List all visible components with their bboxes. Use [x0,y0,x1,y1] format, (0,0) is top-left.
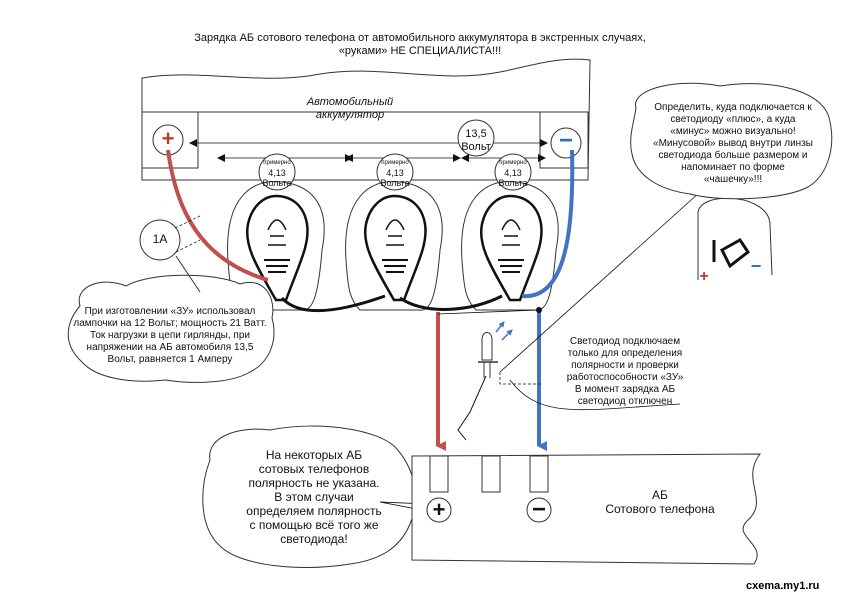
phone-plus-circle [426,497,452,523]
phone-minus-symbol: − [531,496,546,523]
wire-lamp1-lamp2 [280,294,386,313]
phone-contact-2 [481,455,501,493]
led-dashed-line [499,372,540,385]
lamp2-voltage-circle [376,153,414,191]
ammeter-label: 1А [152,232,168,246]
negative-wire [521,149,575,299]
phone-minus-circle [526,497,552,523]
car-minus-symbol: − [558,127,573,154]
lamp3-voltage: 4,13 [504,168,522,178]
car-voltage-unit: Вольт [461,141,491,153]
lamp1-voltage: 4,13 [268,168,286,178]
lamps-note: При изготовлении «ЗУ» использовал лампоч… [73,306,267,365]
lamp3-unit: Вольта [498,178,528,188]
lamp3-voltage-circle [494,153,532,191]
ammeter-circle [139,219,181,261]
lamp-2 [345,181,443,311]
led-pointer-line [509,379,681,411]
led-symbol [478,321,513,378]
phone-contact-1 [429,455,449,493]
unmarked-polarity-note: На некоторых АБ сотовых телефонов полярн… [246,448,382,546]
led-connection [457,375,487,441]
callout-polarity-note-shape [630,82,833,200]
car-battery-label-1: Автомобильный [306,96,394,108]
phone-battery-label-1: АБ [652,488,668,502]
led-zoom-electrodes [712,238,751,269]
polarity-note: Определить, куда подключается к светодио… [653,102,813,185]
lamp2-unit: Вольта [380,178,410,188]
phone-battery-label-2: Сотового телефона [605,502,715,516]
negative-junction [536,307,542,313]
phone-contact-3 [529,455,549,493]
lamp2-approx: примерно [381,160,409,166]
led-zoom-line [499,191,701,373]
title-line1: Зарядка АБ сотового телефона от автомоби… [194,32,646,44]
led-zoom-minus: − [750,256,762,276]
title-line2: «руками» НЕ СПЕЦИАЛИСТА!!! [338,45,502,57]
lamp1-voltage-circle [258,153,296,191]
led-note: Светодиод подключаем только для определе… [566,336,684,407]
phone-plus-symbol: + [432,497,446,522]
led-zoom-plus: + [699,268,709,285]
ammeter-pointer-2 [175,239,201,253]
led-link-wire [437,309,540,315]
lamp3-approx: примерно [499,160,527,166]
car-voltage-value: 13,5 [465,128,487,140]
watermark[interactable]: cxema.my1.ru [746,580,820,592]
lamp1-unit: Вольта [262,178,292,188]
car-plus-symbol: + [161,126,175,151]
lamp2-voltage: 4,13 [386,168,404,178]
lamp1-approx: примерно [263,160,291,166]
positive-wire [166,149,269,282]
wire-lamp2-lamp3 [399,294,503,311]
car-battery-label-2: аккумулятор [315,109,385,121]
callout-lamps-note-shape [67,255,275,383]
callout-unmarked-note-shape [202,425,416,568]
